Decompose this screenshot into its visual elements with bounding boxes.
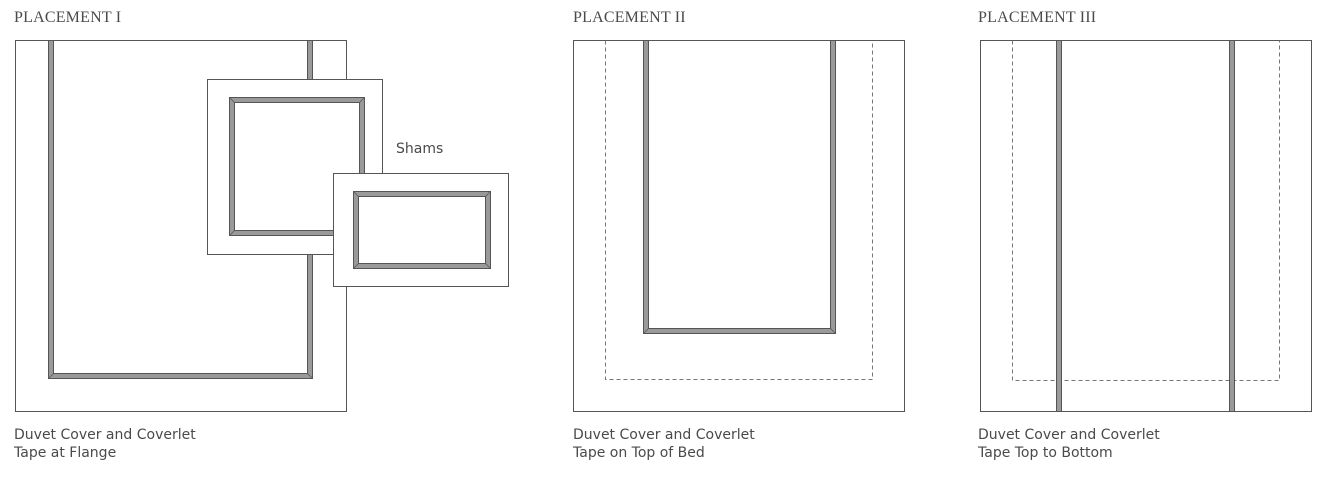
placement-1-caption: Duvet Cover and Coverlet Tape at Flange bbox=[14, 426, 196, 462]
placement-2-top-tape bbox=[643, 40, 836, 334]
placement-1-caption-line2: Tape at Flange bbox=[14, 445, 117, 461]
placement-2-bed-outline bbox=[573, 40, 905, 412]
placement-3-mattress-edge bbox=[1012, 40, 1280, 381]
placement-3-caption-line2: Tape Top to Bottom bbox=[978, 445, 1113, 461]
shams-callout: Shams bbox=[396, 141, 443, 157]
placement-3-tape-right bbox=[1229, 40, 1235, 412]
placement-1-title: PLACEMENT I bbox=[14, 9, 122, 26]
placement-3-caption: Duvet Cover and Coverlet Tape Top to Bot… bbox=[978, 426, 1160, 462]
placement-2-mattress-edge bbox=[605, 40, 873, 380]
standard-sham bbox=[333, 173, 509, 287]
placement-3-bed-outline bbox=[980, 40, 1312, 412]
placement-3-caption-line1: Duvet Cover and Coverlet bbox=[978, 427, 1160, 443]
placement-3-title: PLACEMENT III bbox=[978, 9, 1097, 26]
placement-2-title: PLACEMENT II bbox=[573, 9, 686, 26]
placement-2-caption-line2: Tape on Top of Bed bbox=[573, 445, 705, 461]
placement-2-caption: Duvet Cover and Coverlet Tape on Top of … bbox=[573, 426, 755, 462]
placement-3-tape-left bbox=[1056, 40, 1062, 412]
placement-1-flange-tape bbox=[48, 40, 313, 379]
placement-1-figure: Shams bbox=[15, 40, 509, 412]
placement-3-figure bbox=[980, 40, 1312, 412]
placement-1-caption-line1: Duvet Cover and Coverlet bbox=[14, 427, 196, 443]
placement-2-caption-line1: Duvet Cover and Coverlet bbox=[573, 427, 755, 443]
placement-2-figure bbox=[573, 40, 905, 412]
